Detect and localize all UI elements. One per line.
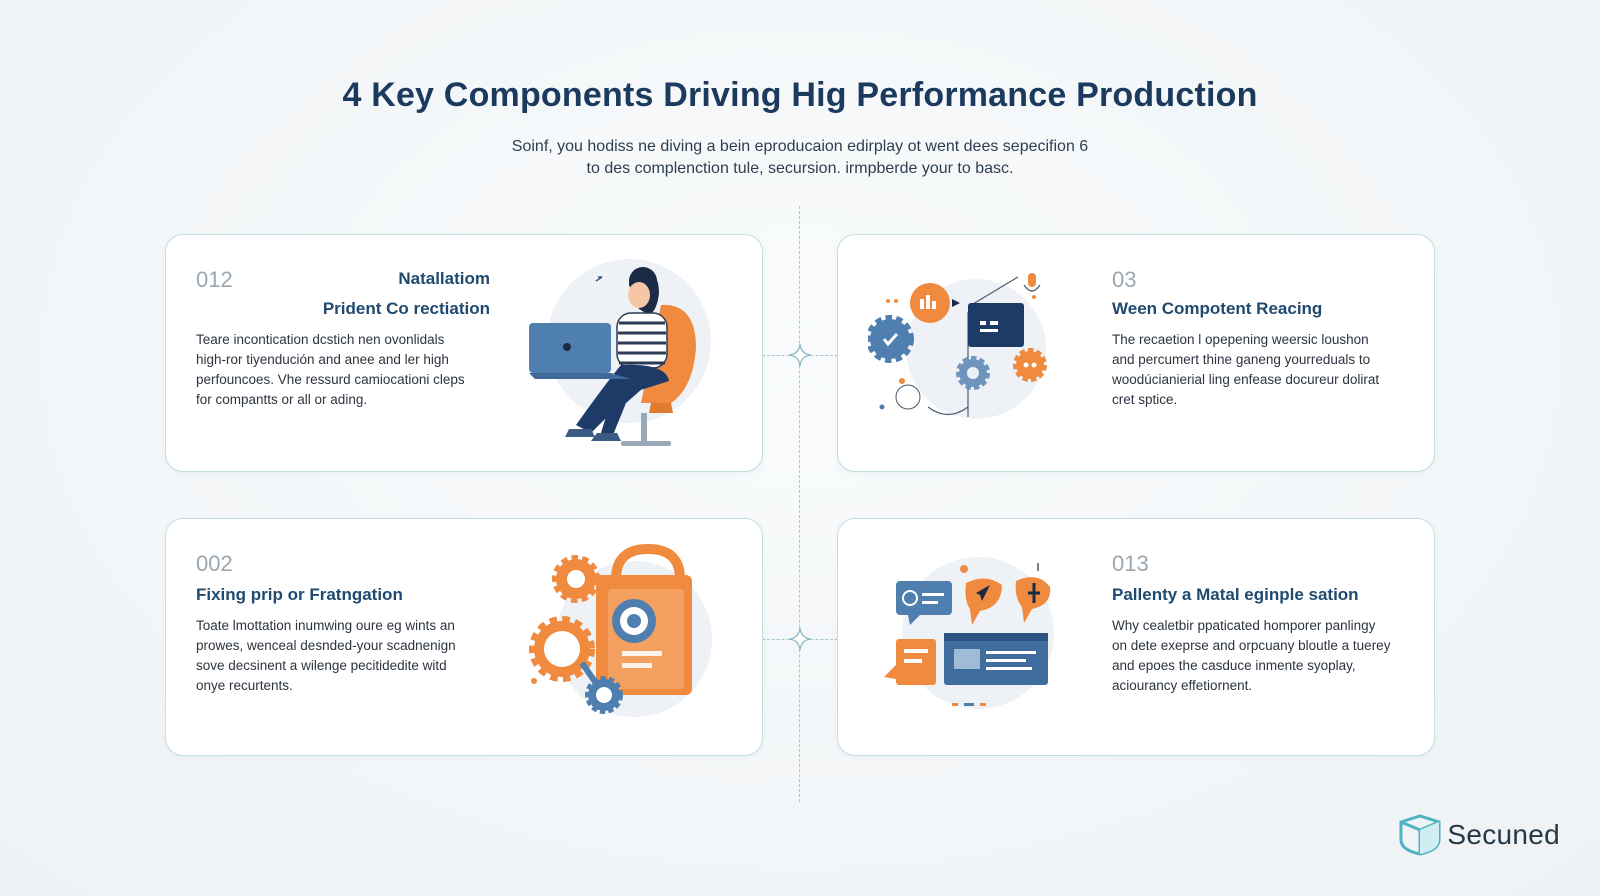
description-line: and epoes the casduce inmente syoplay,	[1112, 658, 1356, 673]
card-title: Pallenty a Matal eginple sation	[1112, 585, 1359, 604]
description-line: woodúcianierial ling enfease docureur do…	[1112, 372, 1380, 387]
brand-logo: Secuned	[1397, 814, 1560, 856]
component-card: 03 Ween Compotent Reacing The recaetion …	[837, 234, 1435, 472]
subtitle-line: Soinf, you hodiss ne diving a bein eprod…	[511, 138, 1089, 155]
description-line: Toate lmottation inumwing oure eg wints …	[196, 618, 455, 633]
card-title: Prident Co rectiation	[322, 299, 490, 318]
description-line: on dete exeprse and orpcuany bloutle a t…	[1112, 638, 1391, 653]
description-line: sove decsinent a wilenge pecitidedite wi…	[196, 658, 447, 673]
card-title: Ween Compotent Reacing	[1112, 299, 1323, 318]
card-number: 013	[1112, 551, 1149, 576]
chat-dashboard-illustration	[884, 557, 1054, 709]
card-description: Why cealetbir ppaticated homporer panlin…	[1112, 616, 1412, 696]
description-line: cret sptice.	[1112, 392, 1178, 407]
description-line: Why cealetbir ppaticated homporer panlin…	[1112, 618, 1376, 633]
description-line: prowes, wenceal desnded-your scadnenign	[196, 638, 456, 653]
component-card: 002 Fixing prip or Fratngation Toate lmo…	[165, 518, 763, 756]
description-line: The recaetion l opepening weersic lousho…	[1112, 332, 1369, 347]
card-title: Fixing prip or Fratngation	[196, 585, 403, 604]
person-laptop-illustration	[529, 259, 711, 446]
shield-box-icon	[1399, 814, 1441, 856]
component-card: 013 Pallenty a Matal eginple sation Why …	[837, 518, 1435, 756]
card-number: 002	[196, 551, 233, 576]
gears-target-illustration	[529, 543, 712, 717]
subtitle: Soinf, you hodiss ne diving a bein eprod…	[0, 136, 1600, 180]
card-description: Teare incontication dcstich nen ovonlida…	[196, 330, 496, 410]
description-line: onye recurtents.	[196, 678, 293, 693]
diamond-marker-top	[788, 343, 812, 367]
description-line: and percumert thine ganeng yourreduals t…	[1112, 352, 1371, 367]
description-line: perfouncoes. Vhe ressurd camiocationi cl…	[196, 372, 465, 387]
card-description: The recaetion l opepening weersic lousho…	[1112, 330, 1412, 410]
page-title: 4 Key Components Driving Hig Performance…	[342, 76, 1258, 114]
description-line: for compantts or all or ading.	[196, 392, 368, 407]
brand-name: Secuned	[1447, 819, 1560, 850]
gears-network-illustration	[868, 273, 1047, 419]
description-line: aciourancy effetiornent.	[1112, 678, 1253, 693]
card-title: Natallatiom	[398, 269, 490, 288]
description-line: high-ror tiyendución and anee and ler hi…	[196, 352, 449, 367]
center-divider	[799, 206, 800, 802]
card-description: Toate lmottation inumwing oure eg wints …	[196, 616, 496, 696]
description-line: Teare incontication dcstich nen ovonlida…	[196, 332, 445, 347]
card-number: 012	[196, 267, 233, 292]
card-number: 03	[1112, 267, 1137, 292]
diamond-marker-bottom	[788, 627, 812, 651]
subtitle-line: to des complenction tule, secursion. irm…	[586, 160, 1014, 177]
component-card: 012 Natallatiom Prident Co rectiation Te…	[165, 234, 763, 472]
